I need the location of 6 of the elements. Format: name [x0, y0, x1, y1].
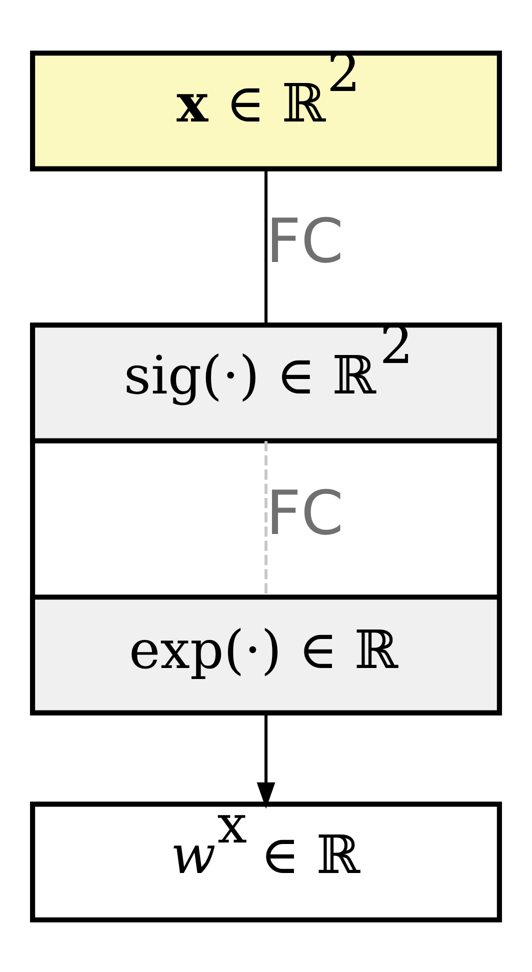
node-box: exp(·) ∈ ℝ	[30, 594, 502, 715]
arrow	[256, 712, 276, 808]
edge-label: FC	[266, 206, 344, 277]
connector	[264, 440, 268, 596]
connector	[264, 168, 268, 324]
edge-label: FC	[266, 478, 344, 549]
